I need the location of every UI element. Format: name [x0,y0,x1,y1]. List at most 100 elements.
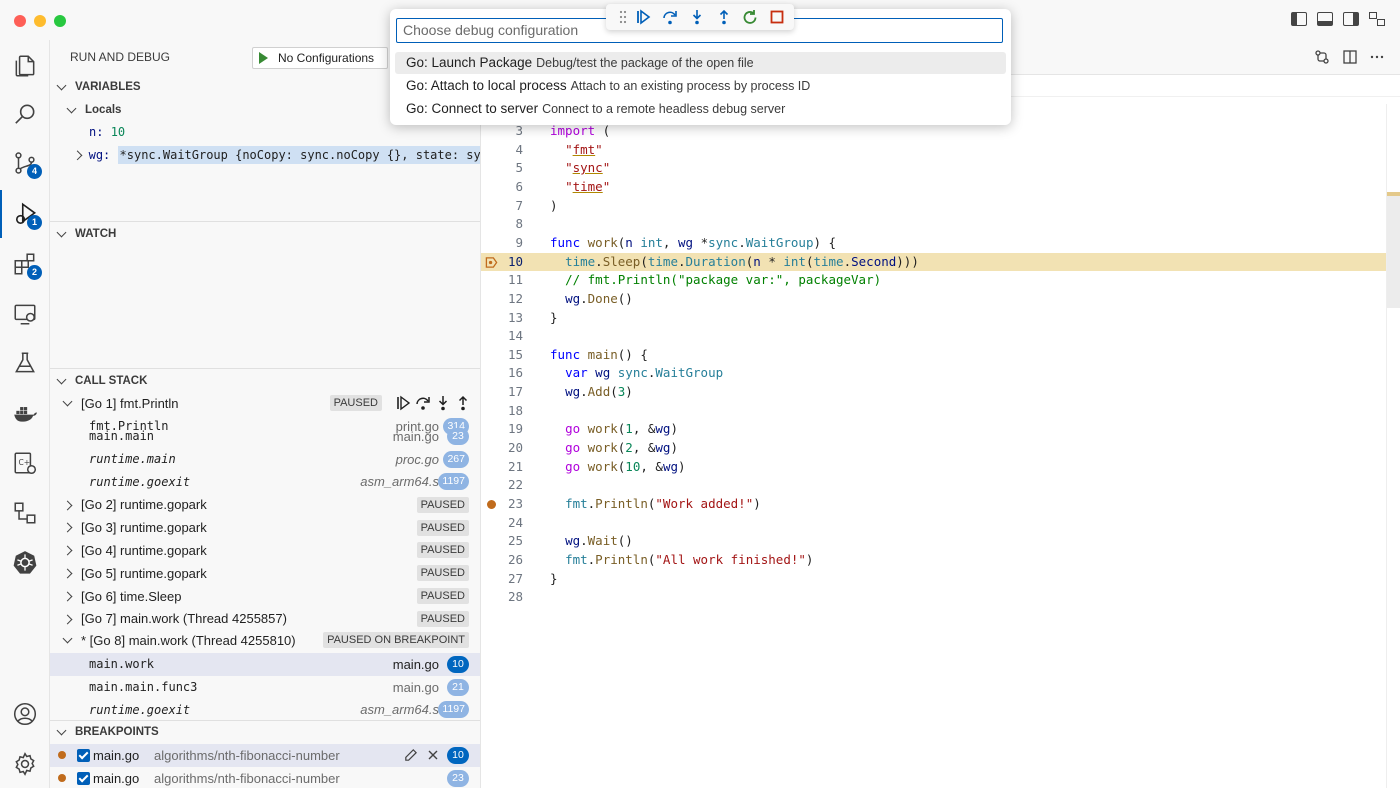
code-line[interactable]: 4 "fmt" [481,141,1400,160]
toggle-panel-icon[interactable] [1317,12,1333,26]
code-line[interactable]: 14 [481,327,1400,346]
kubernetes-icon[interactable] [0,538,50,586]
customize-layout-icon[interactable] [1369,12,1385,26]
stop-icon[interactable] [768,8,786,26]
toggle-secondary-sidebar-icon[interactable] [1343,12,1359,26]
code-line[interactable]: 7) [481,197,1400,216]
line-number: 20 [507,440,523,456]
code-line[interactable]: 11 // fmt.Println("package var:", packag… [481,271,1400,290]
code-line[interactable]: 19 go work(1, &wg) [481,420,1400,439]
docker-icon[interactable] [0,389,50,437]
remove-breakpoint-icon[interactable] [427,749,439,761]
open-changes-icon[interactable] [1314,49,1330,65]
code-line[interactable]: 28 [481,588,1400,607]
settings-gear-icon[interactable] [0,740,50,788]
locals-scope[interactable]: Locals [50,99,480,121]
more-actions-icon[interactable] [1369,49,1385,65]
step-over-icon[interactable] [661,8,679,26]
maximize-window-button[interactable] [54,15,66,27]
code-line[interactable]: 13} [481,309,1400,328]
thread-row[interactable]: [Go 7] main.work (Thread 4255857)PAUSED [50,608,480,631]
code-line[interactable]: 5 "sync" [481,159,1400,178]
code-line[interactable]: 21 go work(10, &wg) [481,458,1400,477]
code-line[interactable]: 12 wg.Done() [481,290,1400,309]
thread-go8[interactable]: * [Go 8] main.work (Thread 4255810) PAUS… [50,629,480,652]
code-line[interactable]: 16 var wg sync.WaitGroup [481,364,1400,383]
run-and-debug-icon[interactable]: 1 [0,190,50,238]
extensions-icon[interactable]: 2 [0,240,50,288]
remote-explorer-icon[interactable] [0,290,50,338]
testing-flask-icon[interactable] [0,339,50,387]
drag-handle-icon[interactable] [614,8,632,26]
call-stack-section-header[interactable]: CALL STACK [50,370,480,392]
code-line[interactable]: 6 "time" [481,178,1400,197]
restart-icon[interactable] [741,8,759,26]
start-debugging-icon[interactable] [259,52,268,64]
step-into-icon[interactable] [435,395,451,411]
section-divider [50,368,480,369]
step-over-icon[interactable] [415,395,431,411]
code-line[interactable]: 25 wg.Wait() [481,532,1400,551]
line-number: 18 [507,402,523,418]
code-line[interactable]: 23 fmt.Println("Work added!") [481,495,1400,514]
code-line[interactable]: 24 [481,514,1400,533]
code-line[interactable]: 18 [481,402,1400,421]
code-line[interactable]: 27} [481,570,1400,589]
code-line[interactable]: 17 wg.Add(3) [481,383,1400,402]
source-control-icon[interactable]: 4 [0,139,50,187]
minimize-window-button[interactable] [34,15,46,27]
variable-wg[interactable]: wg: *sync.WaitGroup {noCopy: sync.noCopy… [72,144,480,166]
step-out-icon[interactable] [715,8,733,26]
close-window-button[interactable] [14,15,26,27]
scrollbar-thumb[interactable] [1387,196,1400,308]
code-line[interactable]: 26 fmt.Println("All work finished!") [481,551,1400,570]
thread-go1[interactable]: [Go 1] fmt.Println PAUSED [50,392,480,414]
current-code-line[interactable]: 10 time.Sleep(time.Duration(n * int(time… [481,252,1386,272]
continue-icon[interactable] [395,395,411,411]
continue-icon[interactable] [634,8,652,26]
breakpoint-enabled-checkbox[interactable] [77,748,90,762]
step-into-icon[interactable] [688,8,706,26]
toggle-primary-sidebar-icon[interactable] [1291,12,1307,26]
edit-breakpoint-icon[interactable] [403,748,418,763]
code-line[interactable]: 8 [481,215,1400,234]
accounts-icon[interactable] [0,690,50,738]
search-icon[interactable] [0,90,50,138]
breakpoint-enabled-checkbox[interactable] [77,771,90,785]
variable-n[interactable]: n: 10 [89,121,125,143]
debug-configuration-select[interactable]: No Configurations [252,47,388,69]
breakpoint-gutter-icon[interactable] [487,500,496,509]
breakpoint-line-badge: 23 [447,769,469,787]
variables-section-header[interactable]: VARIABLES [50,76,480,98]
step-out-icon[interactable] [455,395,471,411]
watch-section-header[interactable]: WATCH [50,223,480,245]
code-line[interactable]: 22 [481,476,1400,495]
connections-icon[interactable] [0,489,50,537]
explorer-icon[interactable] [0,42,50,90]
thread-status-badge: PAUSED [416,542,469,559]
cpp-tools-icon[interactable]: C+ [0,439,50,487]
editor-scrollbar[interactable] [1386,104,1400,788]
code-line[interactable]: 20 go work(2, &wg) [481,439,1400,458]
split-editor-icon[interactable] [1342,49,1358,65]
breakpoints-section-header[interactable]: BREAKPOINTS [50,721,480,743]
